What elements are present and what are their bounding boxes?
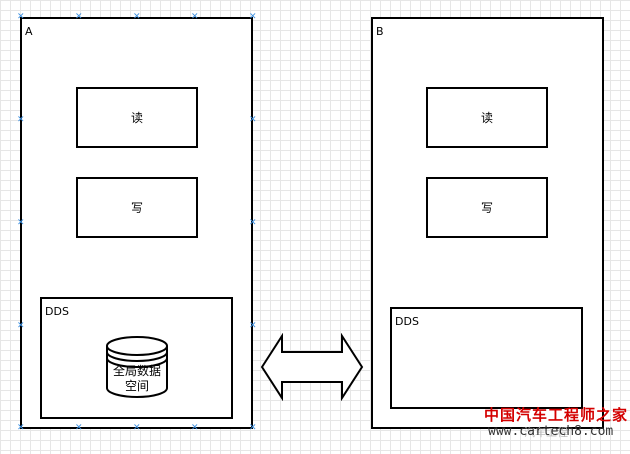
- selection-handle[interactable]: ✕: [249, 12, 257, 22]
- global-data-space-database-icon: [106, 336, 168, 398]
- node-a-dds-label: DDS: [45, 305, 69, 318]
- selection-handle[interactable]: ✕: [249, 423, 257, 433]
- node-b-label: B: [376, 25, 384, 38]
- global-data-space-label: 全局数据 空间: [112, 364, 161, 393]
- selection-handle[interactable]: ✕: [249, 115, 257, 125]
- node-b-dds-label: DDS: [395, 315, 419, 328]
- selection-handle[interactable]: ✕: [133, 423, 141, 433]
- selection-handle[interactable]: ✕: [75, 423, 83, 433]
- node-a-write-block: 写: [76, 177, 198, 238]
- selection-handle[interactable]: ✕: [249, 321, 257, 331]
- selection-handle[interactable]: ✕: [17, 115, 25, 125]
- node-b-dds-block: DDS: [390, 307, 583, 409]
- selection-handle[interactable]: ✕: [17, 12, 25, 22]
- selection-handle[interactable]: ✕: [17, 218, 25, 228]
- selection-handle[interactable]: ✕: [17, 423, 25, 433]
- node-a-label: A: [25, 25, 33, 38]
- bidirectional-arrow: [260, 333, 364, 401]
- selection-handle[interactable]: ✕: [249, 218, 257, 228]
- selection-handle[interactable]: ✕: [75, 12, 83, 22]
- selection-handle[interactable]: ✕: [191, 423, 199, 433]
- selection-handle[interactable]: ✕: [133, 12, 141, 22]
- selection-handle[interactable]: ✕: [17, 321, 25, 331]
- node-b-write-block: 写: [426, 177, 548, 238]
- node-a-read-block: 读: [76, 87, 198, 148]
- watermark-url: www.cartech8.com: [488, 424, 614, 439]
- selection-handle[interactable]: ✕: [191, 12, 199, 22]
- node-b-read-block: 读: [426, 87, 548, 148]
- watermark-faint-text: 汽车工程: [524, 426, 568, 439]
- watermark-title: 中国汽车工程师之家: [484, 406, 629, 424]
